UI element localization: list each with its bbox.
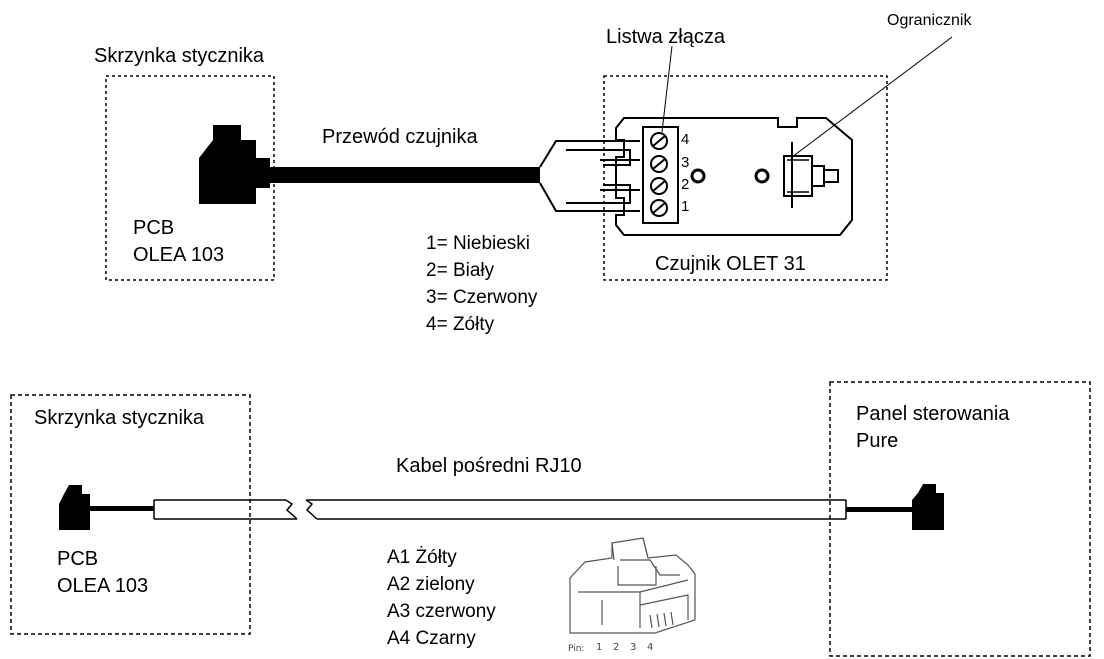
control-panel-model-label: Pure bbox=[856, 430, 899, 452]
terminal-screws bbox=[650, 132, 668, 217]
top-rj-connector-icon bbox=[199, 125, 270, 204]
top-sensor-box bbox=[603, 75, 888, 281]
limiter-label: Ogranicznik bbox=[887, 12, 972, 29]
pin-number: 3 bbox=[630, 642, 637, 653]
sensor-label: Czujnik OLET 31 bbox=[655, 253, 806, 275]
wire-color-item: 1= Niebieski bbox=[426, 233, 531, 254]
terminal-strip-leader bbox=[661, 45, 673, 133]
pin-number: 2 bbox=[613, 642, 620, 653]
wire-color-item: 3= Czerwony bbox=[426, 287, 538, 308]
intermediate-cable-label: Kabel pośredni RJ10 bbox=[396, 455, 582, 477]
pin-number: 1 bbox=[596, 642, 603, 653]
top-pcb-label: PCB bbox=[133, 217, 175, 239]
top-contactor-box-label: Skrzynka stycznika bbox=[94, 45, 265, 67]
bottom-left-cable-stub bbox=[90, 506, 154, 511]
bottom-contactor-box-label: Skrzynka stycznika bbox=[34, 407, 205, 429]
mount-hole-icon bbox=[754, 168, 770, 184]
wire-color-item: 2= Biały bbox=[426, 260, 495, 281]
pin-row-label: Pin: bbox=[568, 644, 585, 654]
terminal-strip bbox=[642, 126, 679, 224]
bottom-right-cable-stub bbox=[846, 507, 912, 512]
terminal-number: 2 bbox=[681, 176, 690, 193]
pin-number: 4 bbox=[647, 642, 654, 653]
bottom-right-rj-icon bbox=[912, 484, 944, 530]
control-panel-label: Panel sterowania bbox=[856, 403, 1010, 425]
terminal-strip-label: Listwa złącza bbox=[606, 26, 725, 48]
pin-color-item: A2 zielony bbox=[387, 574, 475, 595]
sensor-cable-label: Przewód czujnika bbox=[322, 126, 478, 148]
pin-color-item: A1 Żółty bbox=[387, 547, 457, 568]
wire-color-item: 4= Zółty bbox=[426, 314, 495, 335]
pin-color-item: A4 Czarny bbox=[387, 628, 476, 649]
rj10-jack-icon bbox=[569, 537, 696, 634]
limiter-leader bbox=[791, 36, 953, 158]
sensor-housing bbox=[615, 117, 853, 236]
bottom-pcb-model-label: OLEA 103 bbox=[57, 575, 149, 597]
bottom-left-rj-icon bbox=[59, 485, 90, 530]
intermediate-cable bbox=[153, 499, 847, 520]
terminal-number: 1 bbox=[681, 198, 690, 215]
top-pcb-model-label: OLEA 103 bbox=[133, 244, 225, 266]
limiter-icon bbox=[783, 142, 839, 208]
terminal-number: 4 bbox=[681, 131, 690, 148]
top-sensor-cable bbox=[270, 167, 540, 183]
pin-color-item: A3 czerwony bbox=[387, 601, 496, 622]
mount-hole-icon bbox=[690, 168, 706, 184]
bottom-pcb-label: PCB bbox=[57, 548, 99, 570]
top-cable-fanout bbox=[539, 140, 640, 212]
terminal-number: 3 bbox=[681, 154, 690, 171]
bottom-contactor-box bbox=[10, 394, 251, 635]
